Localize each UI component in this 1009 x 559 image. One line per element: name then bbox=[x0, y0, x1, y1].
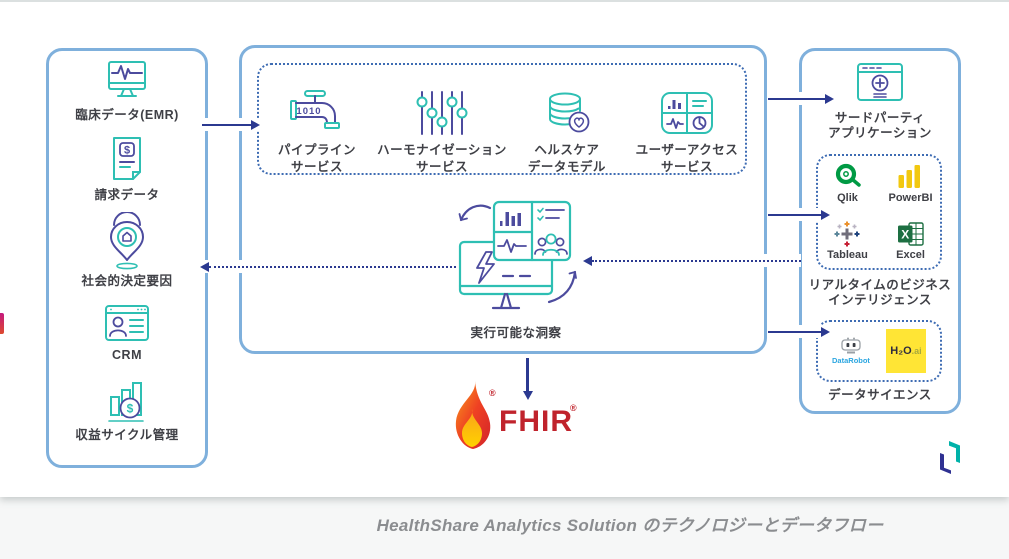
list-item-revenue: $ 収益サイクル管理 bbox=[49, 378, 205, 443]
arrow-services-to-thirdparty bbox=[768, 92, 834, 105]
qlik-logo-icon bbox=[835, 163, 861, 187]
fhir-wordmark: FHIR bbox=[499, 405, 573, 438]
tool-datarobot: DataRobot bbox=[832, 337, 870, 365]
label-useraccess-1: ユーザーアクセス bbox=[635, 143, 739, 157]
service-useraccess: ユーザーアクセス サービス bbox=[627, 63, 747, 175]
label-crm: CRM bbox=[112, 348, 142, 362]
label-harmonization-1: ハーモナイゼーション bbox=[377, 143, 507, 157]
label-emr: 臨床データ(EMR) bbox=[75, 108, 179, 122]
svg-text:X: X bbox=[901, 228, 909, 242]
tool-excel: X Excel bbox=[896, 221, 925, 261]
arrow-consumers-to-insight-dotted bbox=[583, 254, 801, 267]
service-harmonization: ハーモナイゼーション サービス bbox=[377, 63, 507, 175]
figure-caption: HealthShare Analytics Solution のテクノロジーとデ… bbox=[376, 516, 884, 535]
label-harmonization-2: サービス bbox=[415, 160, 468, 174]
fhir-text-registered-mark: ® bbox=[570, 403, 577, 413]
list-item-crm: CRM bbox=[49, 302, 205, 363]
label-datamodel-2: データモデル bbox=[527, 160, 606, 174]
user-access-dashboard-icon bbox=[660, 92, 713, 134]
label-revenue: 収益サイクル管理 bbox=[75, 428, 179, 442]
list-item-emr: 臨床データ(EMR) bbox=[49, 58, 205, 123]
arrow-services-to-bi bbox=[768, 208, 830, 221]
data-science-tools-row: DataRobot H₂O.ai bbox=[816, 320, 942, 382]
tool-qlik: Qlik bbox=[833, 162, 863, 204]
arrow-sources-to-pipeline bbox=[202, 118, 260, 131]
svg-text:$: $ bbox=[127, 402, 134, 416]
label-data-science: データサイエンス bbox=[828, 388, 932, 402]
tool-tableau: Tableau bbox=[827, 221, 868, 261]
tool-h2o-ai: H₂O.ai bbox=[885, 329, 926, 373]
tableau-logo-icon bbox=[834, 221, 860, 247]
arrow-insight-to-sources-dotted bbox=[200, 260, 456, 273]
consumers-panel bbox=[799, 48, 961, 414]
label-third-party-1: サードパーティ bbox=[834, 111, 926, 125]
datarobot-logo-icon bbox=[841, 337, 861, 354]
label-third-party-2: アプリケーション bbox=[828, 126, 932, 140]
intersystems-logo-icon bbox=[936, 440, 964, 481]
magenta-edge-accent bbox=[0, 313, 4, 334]
harmonization-sliders-icon bbox=[416, 91, 468, 135]
label-actionable-insight: 実行可能な洞察 bbox=[470, 326, 562, 340]
crm-window-icon bbox=[105, 305, 149, 341]
services-row: 1010 パイプライン サービス bbox=[257, 63, 747, 175]
social-determinants-pin-icon bbox=[110, 212, 144, 270]
slide-card: 臨床データ(EMR) $ 請求データ 社会的決定要因 bbox=[0, 0, 1009, 481]
label-business-intelligence: リアルタイムのビジネス インテリジェンス bbox=[808, 278, 952, 307]
data-science-dotted-box bbox=[816, 320, 942, 382]
excel-logo-icon: X bbox=[897, 222, 924, 246]
service-datamodel: ヘルスケア データモデル bbox=[507, 63, 627, 175]
label-pipeline-1: パイプライン bbox=[278, 143, 357, 157]
fhir-flame-registered-mark: ® bbox=[489, 388, 496, 398]
service-pipeline: 1010 パイプライン サービス bbox=[257, 63, 377, 175]
emr-monitor-icon bbox=[108, 61, 146, 97]
list-item-billing: $ 請求データ bbox=[49, 134, 205, 203]
pipe-display-digits: 1010 bbox=[296, 106, 321, 117]
data-sources-panel bbox=[46, 48, 208, 468]
tool-powerbi: PowerBI bbox=[888, 162, 933, 204]
bi-tools-grid: Qlik PowerBI Tableau bbox=[816, 154, 942, 270]
revenue-chart-icon: $ bbox=[108, 382, 144, 422]
actionable-insight-icon bbox=[446, 198, 586, 329]
label-sdoh: 社会的決定要因 bbox=[81, 274, 173, 288]
third-party-app-item: サードパーティ アプリケーション bbox=[801, 60, 959, 141]
third-party-app-icon bbox=[857, 63, 903, 101]
healthcare-database-icon bbox=[548, 92, 590, 133]
label-billing: 請求データ bbox=[94, 188, 160, 202]
arrow-services-to-fhir bbox=[521, 358, 534, 400]
powerbi-logo-icon bbox=[898, 165, 921, 188]
list-item-sdoh: 社会的決定要因 bbox=[49, 212, 205, 289]
label-pipeline-2: サービス bbox=[291, 160, 344, 174]
label-useraccess-2: サービス bbox=[660, 160, 713, 174]
arrow-services-to-datascience bbox=[768, 325, 830, 338]
billing-document-icon: $ bbox=[113, 137, 141, 180]
svg-text:$: $ bbox=[124, 145, 130, 157]
pipeline-faucet-icon: 1010 bbox=[290, 90, 341, 129]
label-datamodel-1: ヘルスケア bbox=[534, 143, 600, 157]
fhir-flame-icon bbox=[450, 379, 496, 458]
